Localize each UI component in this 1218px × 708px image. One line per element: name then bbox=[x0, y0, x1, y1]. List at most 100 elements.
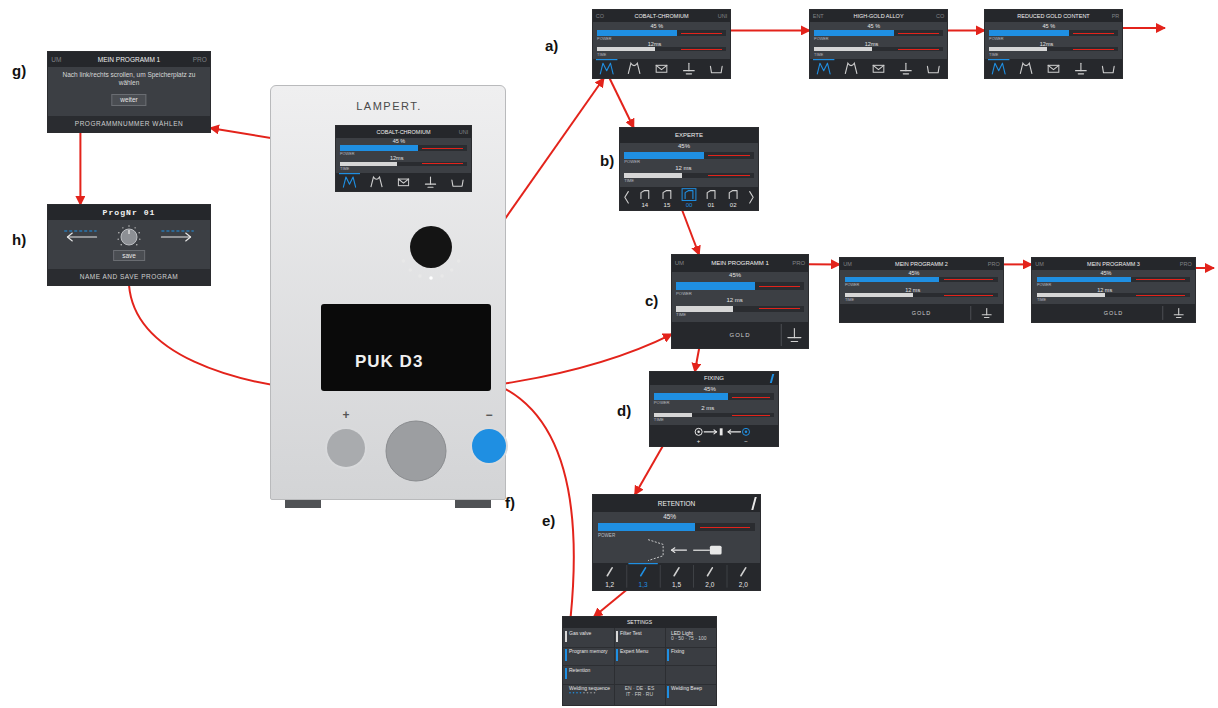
post-icon bbox=[425, 183, 435, 184]
cup-icon bbox=[1102, 66, 1114, 72]
screen-text: Retention bbox=[569, 668, 590, 674]
screen-text: POWER bbox=[814, 37, 829, 41]
screen-text: 15 bbox=[664, 202, 671, 209]
sequence-dot bbox=[569, 692, 571, 694]
time-bar bbox=[845, 293, 913, 297]
direction-arrow bbox=[671, 548, 674, 553]
screen-text: 2,0 bbox=[705, 581, 714, 588]
callout-letter: h) bbox=[12, 231, 26, 248]
pin-shaft bbox=[693, 550, 710, 551]
flow-arrow bbox=[594, 590, 627, 617]
power-bar bbox=[624, 152, 704, 159]
sequence-dot bbox=[583, 692, 585, 694]
divider bbox=[1162, 306, 1164, 320]
screen-text: 02 bbox=[730, 202, 737, 209]
status-indicator bbox=[565, 668, 567, 679]
post-icon bbox=[982, 314, 991, 315]
flow-arrow bbox=[947, 29, 985, 31]
screen-text: 45 % bbox=[393, 138, 406, 144]
limit-mark bbox=[759, 286, 800, 287]
limit-mark bbox=[708, 175, 749, 176]
electrode-icon bbox=[745, 431, 747, 433]
sequence-dot bbox=[590, 692, 592, 694]
screen-text: Welding sequence bbox=[569, 686, 610, 692]
alloy-screen: ENTHIGH-GOLD ALLOYCO45 %POWER12msTIME bbox=[810, 10, 947, 78]
post-icon bbox=[905, 63, 906, 70]
knob-tick bbox=[118, 232, 119, 233]
pulse-icon bbox=[992, 63, 1005, 74]
post-icon bbox=[684, 70, 695, 71]
screen-text: TIME bbox=[814, 53, 823, 57]
callout-letter: b) bbox=[600, 152, 614, 169]
button-circle bbox=[472, 429, 506, 463]
start-button bbox=[386, 421, 446, 481]
flow-arrow bbox=[635, 446, 663, 495]
selected-underline bbox=[988, 59, 1009, 60]
arch-icon bbox=[371, 177, 382, 187]
screen-text: COBALT-CHROMIUM bbox=[635, 13, 689, 19]
screen-text: 12ms bbox=[648, 41, 661, 47]
screen-text: Welding Beep bbox=[671, 686, 702, 692]
device-display: COBALT-CHROMIUMUNI45 %POWER12msTIME bbox=[336, 126, 471, 191]
post-icon bbox=[1076, 70, 1087, 71]
post-icon bbox=[688, 63, 689, 70]
scroll-arrow bbox=[625, 192, 628, 203]
direction-arrow bbox=[671, 550, 686, 551]
workpiece-icon bbox=[720, 429, 723, 436]
continue-arrow bbox=[1195, 267, 1214, 269]
knob-dot bbox=[450, 268, 454, 272]
screen-text: UM bbox=[675, 260, 684, 267]
screen-text: ProgNr 01 bbox=[103, 208, 156, 217]
screen-text: 45% bbox=[1100, 270, 1111, 276]
column-divider bbox=[614, 628, 615, 705]
screen-text: CO bbox=[936, 13, 944, 19]
post-icon bbox=[794, 328, 795, 337]
row-divider bbox=[563, 665, 716, 666]
box-icon bbox=[656, 65, 667, 69]
post-icon bbox=[788, 337, 801, 338]
screen-text: POWER bbox=[598, 533, 615, 538]
sequence-dot bbox=[576, 692, 578, 694]
row-divider bbox=[563, 684, 716, 685]
power-bar bbox=[676, 282, 755, 290]
power-bar bbox=[340, 145, 418, 151]
knob-dot bbox=[429, 276, 433, 280]
screen-text: Gas valve bbox=[569, 631, 591, 637]
screen-text: ENT bbox=[813, 13, 824, 19]
knob-dot bbox=[440, 274, 444, 278]
screen-text: MEIN PROGRAMM 2 bbox=[895, 261, 948, 267]
box-icon bbox=[398, 179, 408, 186]
divider bbox=[726, 565, 728, 588]
time-bar bbox=[624, 173, 682, 178]
time-bar bbox=[989, 47, 1047, 51]
sequence-dot bbox=[594, 692, 596, 694]
screen-text: COBALT-CHROMIUM bbox=[377, 129, 431, 135]
screen-text: PR bbox=[1112, 13, 1120, 19]
status-indicator bbox=[616, 631, 618, 642]
flow-arrow bbox=[695, 348, 699, 372]
screen-text: RETENTION bbox=[658, 500, 696, 507]
screen-text: TIME bbox=[597, 53, 606, 57]
screen-text: MEIN PROGRAMM 1 bbox=[98, 56, 160, 63]
screen-text: LAMPERT. bbox=[356, 100, 422, 113]
screen-text: 12 ms bbox=[1097, 287, 1112, 293]
screen-text: 45% bbox=[663, 513, 676, 520]
pin-icon bbox=[641, 568, 646, 576]
arch-icon bbox=[628, 63, 640, 74]
screen-text: GOLD bbox=[729, 332, 750, 339]
limit-mark bbox=[708, 155, 749, 156]
electrode-icon bbox=[742, 429, 749, 436]
scroll-arrow bbox=[750, 192, 753, 203]
screen-text: EN · DE · ES IT · FR · RU bbox=[622, 686, 657, 698]
time-bar bbox=[1037, 293, 1105, 297]
direction-arrow bbox=[714, 430, 717, 434]
screen-text: POWER bbox=[676, 292, 692, 297]
knob-tick bbox=[118, 238, 119, 239]
power-bar bbox=[845, 277, 940, 283]
screen-text: 0 · 50 · 75 · 100 bbox=[671, 636, 707, 642]
screen-text: 12 ms bbox=[905, 287, 920, 293]
knob-icon bbox=[121, 229, 137, 245]
footer-icons bbox=[810, 59, 947, 78]
limit-mark bbox=[422, 163, 463, 164]
pin-icon bbox=[741, 568, 746, 576]
